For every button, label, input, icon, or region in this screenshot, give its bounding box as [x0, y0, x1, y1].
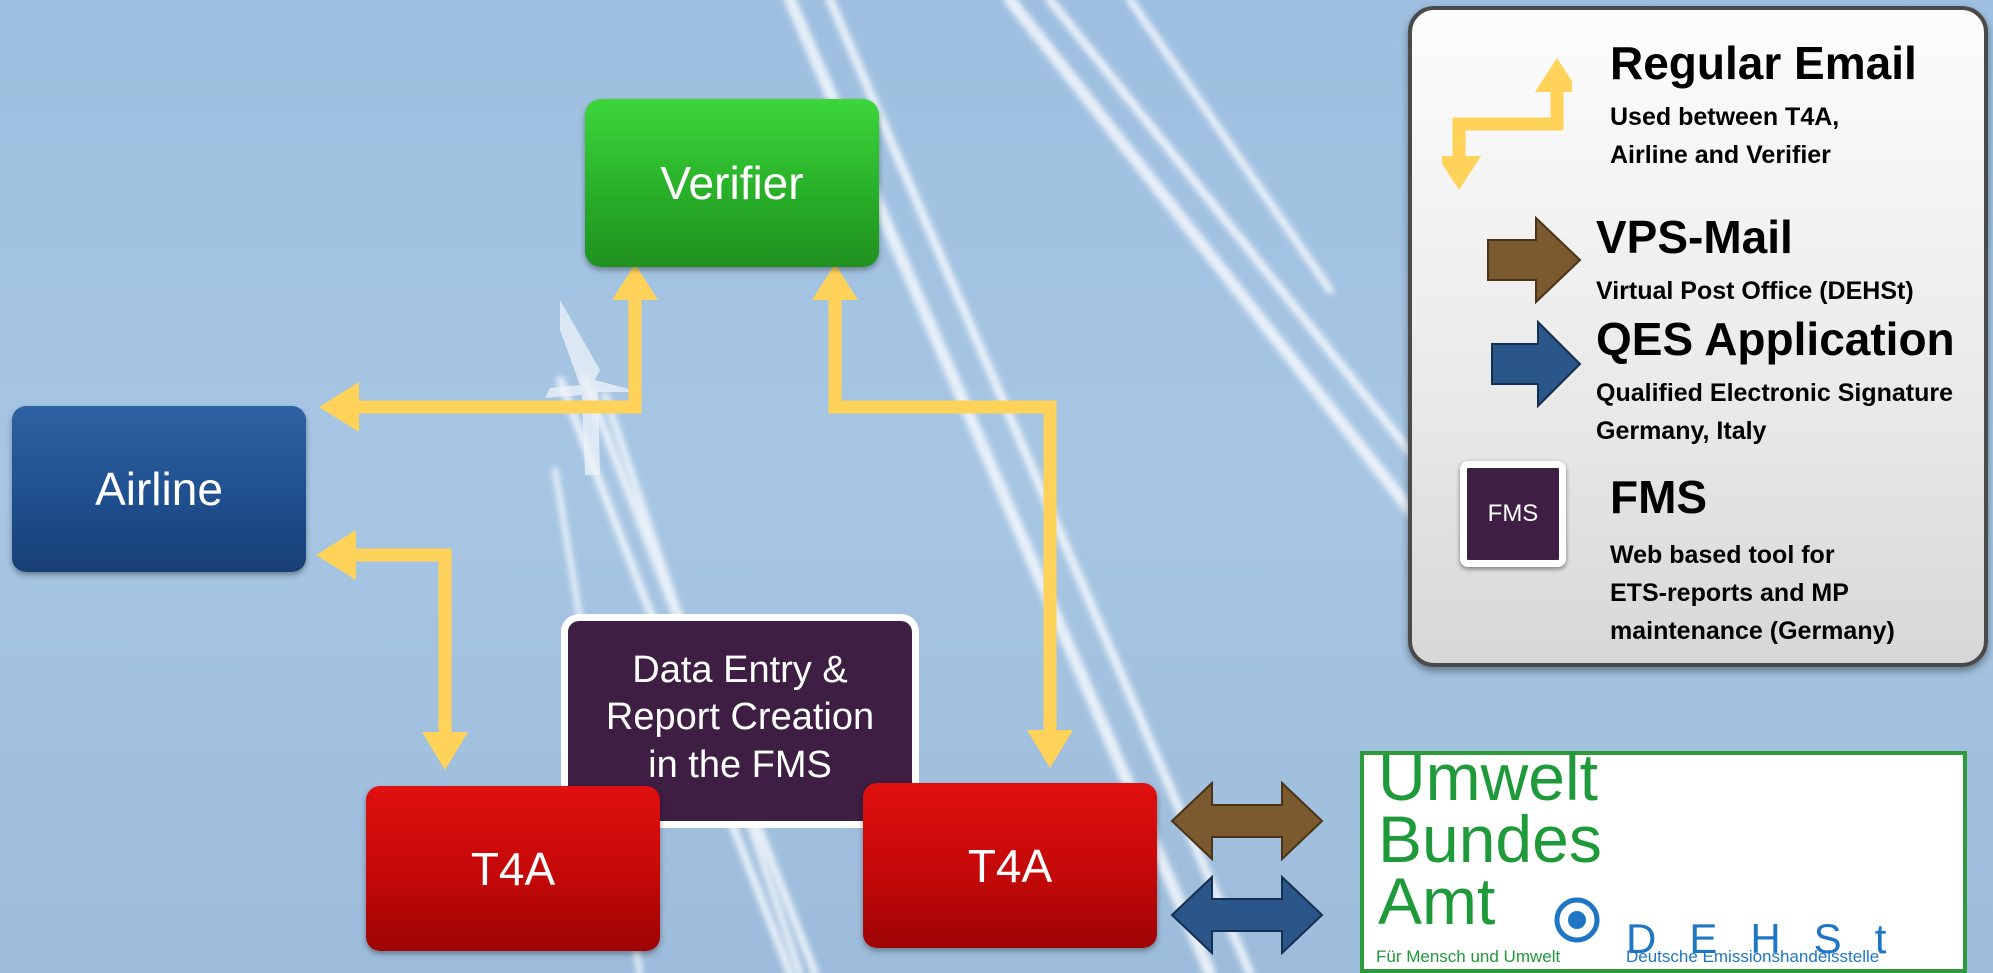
verifier-node: Verifier [585, 99, 879, 267]
legend-qes-application-desc: Germany, Italy [1596, 417, 1767, 445]
regular-email-arrow-icon [1442, 58, 1572, 190]
legend-qes-application-title: QES Application [1596, 313, 1955, 365]
legend-qes-application-desc: Qualified Electronic Signature [1596, 379, 1954, 407]
airplane-icon [545, 300, 640, 475]
airline-node: Airline [12, 406, 306, 572]
fms-process-line: Data Entry & [632, 648, 848, 691]
t4a-left-node: T4A [366, 786, 660, 951]
qes-application-arrow-icon [1491, 320, 1582, 408]
logo-footer-left: Für Mensch und Umwelt [1376, 947, 1561, 966]
connector-airline-verifier [355, 294, 642, 414]
fms-icon: FMS [1460, 461, 1566, 567]
t4a-left-label: T4A [470, 842, 556, 895]
legend-fms-desc: ETS-reports and MP [1610, 579, 1849, 607]
legend-fms-desc: maintenance (Germany) [1610, 617, 1895, 645]
logo-line: Bundes [1378, 802, 1602, 876]
legend-vps-mail-title: VPS-Mail [1596, 211, 1793, 263]
dehst-wordmark: DEHSt [1626, 915, 1920, 962]
legend-regular-email-title: Regular Email [1610, 37, 1917, 89]
un-emblem-icon [1554, 897, 1600, 943]
airline-label: Airline [95, 463, 223, 515]
connector-airline-t4a [354, 548, 452, 734]
vps-double-arrow [1170, 780, 1324, 862]
verifier-label: Verifier [660, 157, 804, 209]
t4a-right-node: T4A [863, 783, 1157, 948]
qes-double-arrow [1170, 874, 1324, 956]
legend-panel: Regular Email Used between T4A, Airline … [1408, 6, 1988, 667]
fms-process-line: Report Creation [605, 696, 875, 739]
legend-regular-email-desc: Used between T4A, [1610, 103, 1840, 131]
umweltbundesamt-dehst-logo: Umwelt Bundes Amt DEHSt Für Mensch und U… [1360, 744, 1967, 973]
logo-footer-right: Deutsche Emissionshandelsstelle [1626, 947, 1880, 966]
legend-fms-desc: Web based tool for [1610, 541, 1835, 569]
legend-regular-email-desc: Airline and Verifier [1610, 141, 1831, 169]
legend-vps-mail-desc: Virtual Post Office (DEHSt) [1596, 277, 1914, 305]
fms-process-line: in the FMS [648, 743, 832, 786]
logo-line: Amt [1378, 864, 1496, 938]
logo-line: Umwelt [1378, 740, 1599, 814]
vps-mail-arrow-icon [1487, 216, 1582, 305]
fms-icon-label: FMS [1487, 500, 1539, 527]
t4a-right-label: T4A [967, 839, 1053, 892]
legend-fms-title: FMS [1610, 471, 1708, 523]
connector-verifier-t4a [828, 294, 1057, 731]
